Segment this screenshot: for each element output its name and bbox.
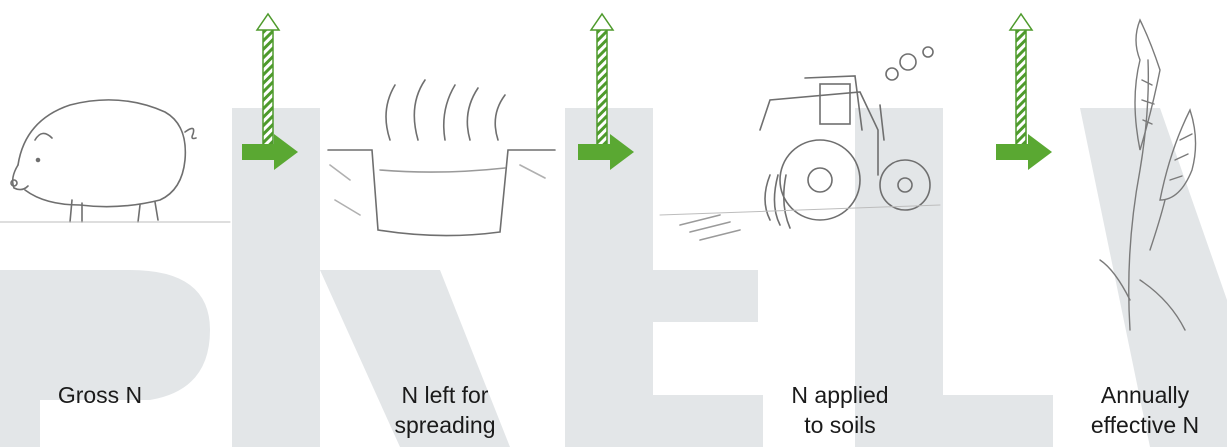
label-line: to soils (770, 410, 910, 440)
stage-label-gross-n: Gross N (30, 380, 170, 410)
stage-label-n-left-for-spreading: N left for spreading (375, 380, 515, 440)
stage-label-annually-effective-n: Annually effective N (1070, 380, 1220, 440)
label-line: effective N (1070, 410, 1220, 440)
manure-pit-sketch (328, 80, 555, 236)
label-line: Gross N (30, 380, 170, 410)
label-line: spreading (375, 410, 515, 440)
pig-sketch (0, 100, 230, 222)
label-line: Annually (1070, 380, 1220, 410)
label-line: N left for (375, 380, 515, 410)
label-line: N applied (770, 380, 910, 410)
hatched-up-arrow-icon (1010, 14, 1032, 152)
stage-label-n-applied-to-soils: N applied to soils (770, 380, 910, 440)
